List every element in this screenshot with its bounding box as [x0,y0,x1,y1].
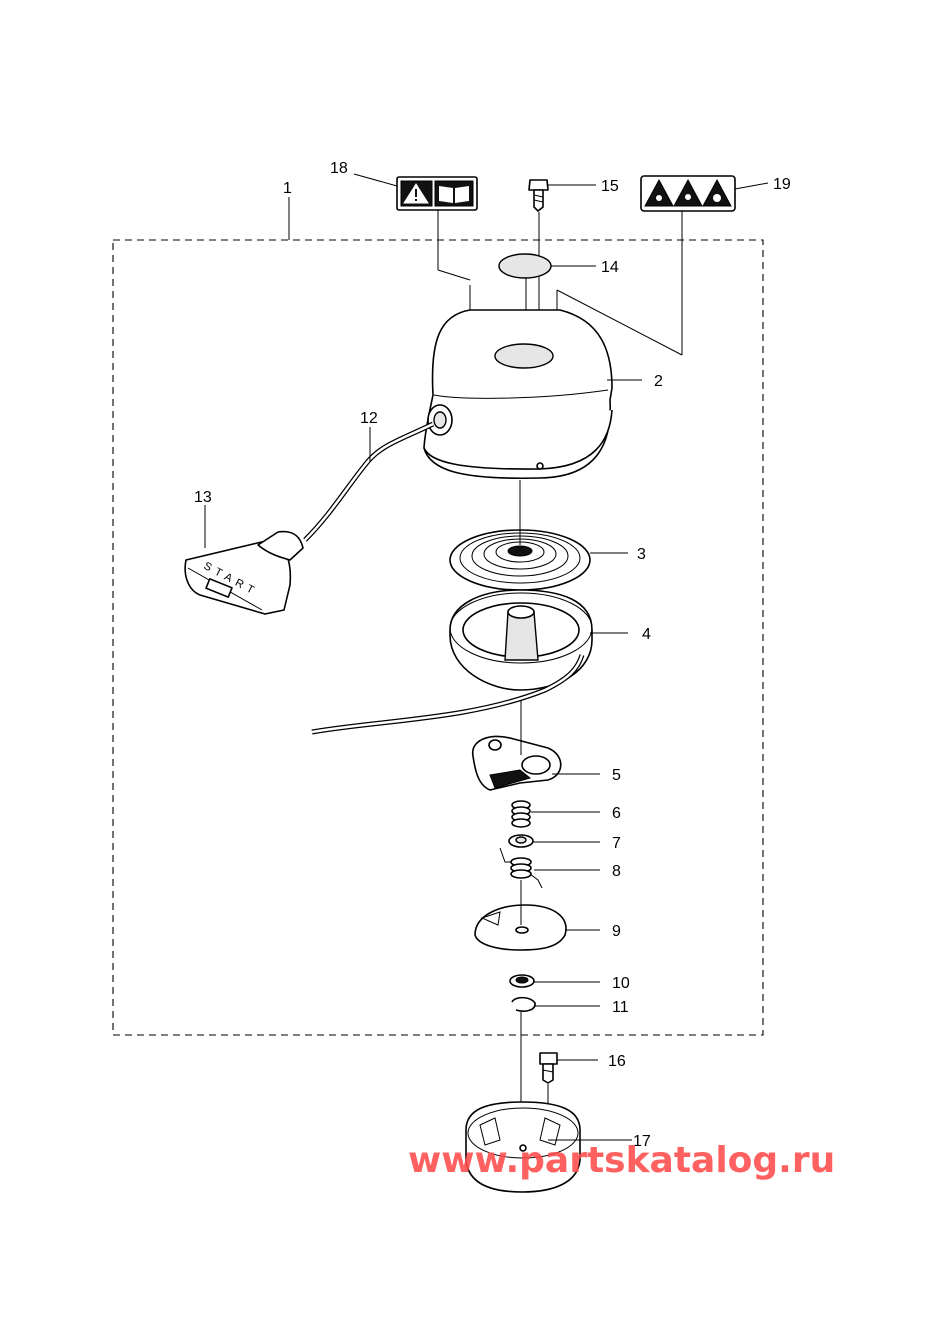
friction-spring-8 [499,847,543,889]
washer-7 [508,834,534,848]
hazard-rotating-icon [702,178,732,207]
clip-11 [511,996,536,1012]
hazard-hand-icon [644,178,674,207]
callout-18: 18 [330,160,348,177]
ratchet-plate-5 [472,735,562,791]
hazard-label-19 [640,175,736,212]
callout-13: 13 [194,489,212,506]
rope-pulley-4 [449,589,593,691]
callout-4: 4 [642,626,651,643]
watermark: www.partskatalog.ru [408,1140,835,1181]
callout-11: 11 [612,999,629,1016]
starter-housing-2 [423,309,613,480]
callout-14: 14 [601,259,619,276]
callout-16: 16 [608,1053,626,1070]
callout-7: 7 [612,835,621,852]
callout-9: 9 [612,923,621,940]
callout-3: 3 [637,546,646,563]
bolt-16 [539,1052,558,1084]
callout-17: 17 [633,1133,651,1150]
hazard-burn-icon [673,178,703,207]
spring-6 [511,800,531,828]
callout-15: 15 [601,178,619,195]
warning-label-18 [396,176,478,211]
callout-5: 5 [612,767,621,784]
callout-10: 10 [612,975,630,992]
starter-cup-17 [465,1101,581,1193]
callout-19: 19 [773,176,791,193]
starter-rope-12 [303,421,435,542]
recoil-spring-3 [449,529,591,591]
bolt-15 [528,179,549,212]
manual-book-icon [439,186,469,203]
callout-6: 6 [612,805,621,822]
callout-1: 1 [283,180,292,197]
cap-14 [498,253,552,279]
callout-8: 8 [612,863,621,880]
nut-10 [509,974,535,988]
friction-plate-9 [474,904,567,951]
start-handle-13: START [184,530,304,615]
callout-2: 2 [654,373,663,390]
callout-12: 12 [360,410,378,427]
